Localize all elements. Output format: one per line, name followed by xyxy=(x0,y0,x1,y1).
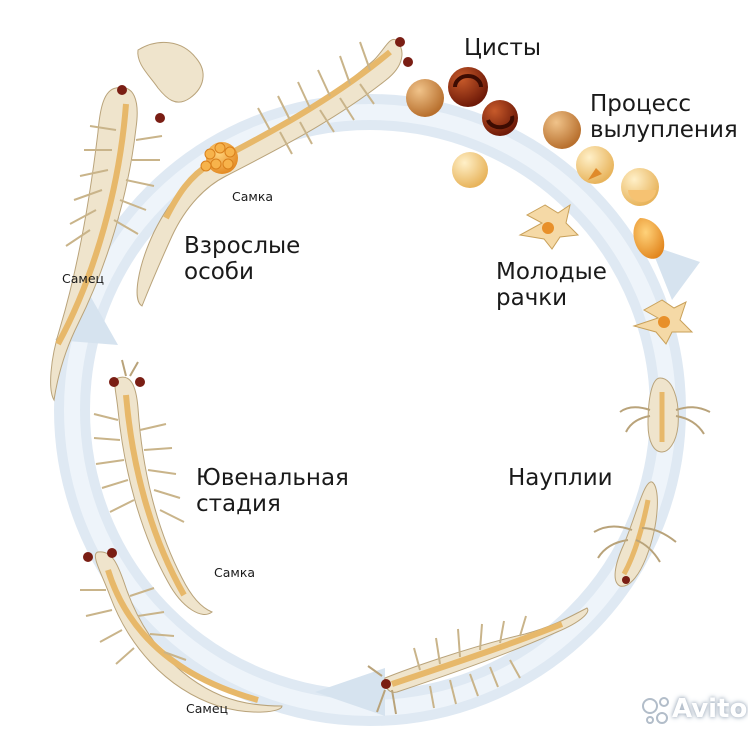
cyst xyxy=(406,79,444,117)
avito-logo-icon xyxy=(642,697,669,724)
arrowhead-right xyxy=(650,245,700,300)
cyst xyxy=(482,100,518,136)
emerging-nauplius xyxy=(633,218,665,259)
arrowhead-bottom xyxy=(315,668,385,716)
female-top xyxy=(136,37,413,307)
young-shrimp xyxy=(518,203,580,250)
watermark-text: Avito xyxy=(672,694,748,724)
juvenile-bottom xyxy=(367,607,589,715)
label-adults: Взрослые особи xyxy=(184,233,301,285)
male-top xyxy=(50,41,204,402)
clasper xyxy=(137,41,204,103)
label-female-bottom: Самка xyxy=(214,565,256,580)
juvenile-left xyxy=(93,359,213,615)
label-juvenile: Ювенальная стадия xyxy=(196,465,349,517)
label-cysts: Цисты xyxy=(464,35,542,61)
cyst xyxy=(452,152,488,188)
label-young-shrimp: Молодые рачки xyxy=(496,259,607,311)
hatching-cyst xyxy=(543,111,581,149)
label-female-top: Самка xyxy=(232,189,274,204)
label-male-top: Самец xyxy=(62,271,105,286)
egg-sac xyxy=(200,142,238,174)
young-shrimp xyxy=(632,299,694,345)
label-male-bottom: Самец xyxy=(186,701,229,716)
nauplius xyxy=(593,481,677,587)
nauplius xyxy=(619,377,711,453)
hatching-group xyxy=(543,111,665,259)
cycle-arrow xyxy=(54,94,700,726)
label-nauplii: Науплии xyxy=(508,465,613,491)
label-hatching: Процесс вылупления xyxy=(590,91,738,143)
male-bottom xyxy=(80,548,283,713)
cyst xyxy=(448,67,488,107)
hatching-cyst xyxy=(576,146,614,184)
cysts-group xyxy=(406,67,518,188)
